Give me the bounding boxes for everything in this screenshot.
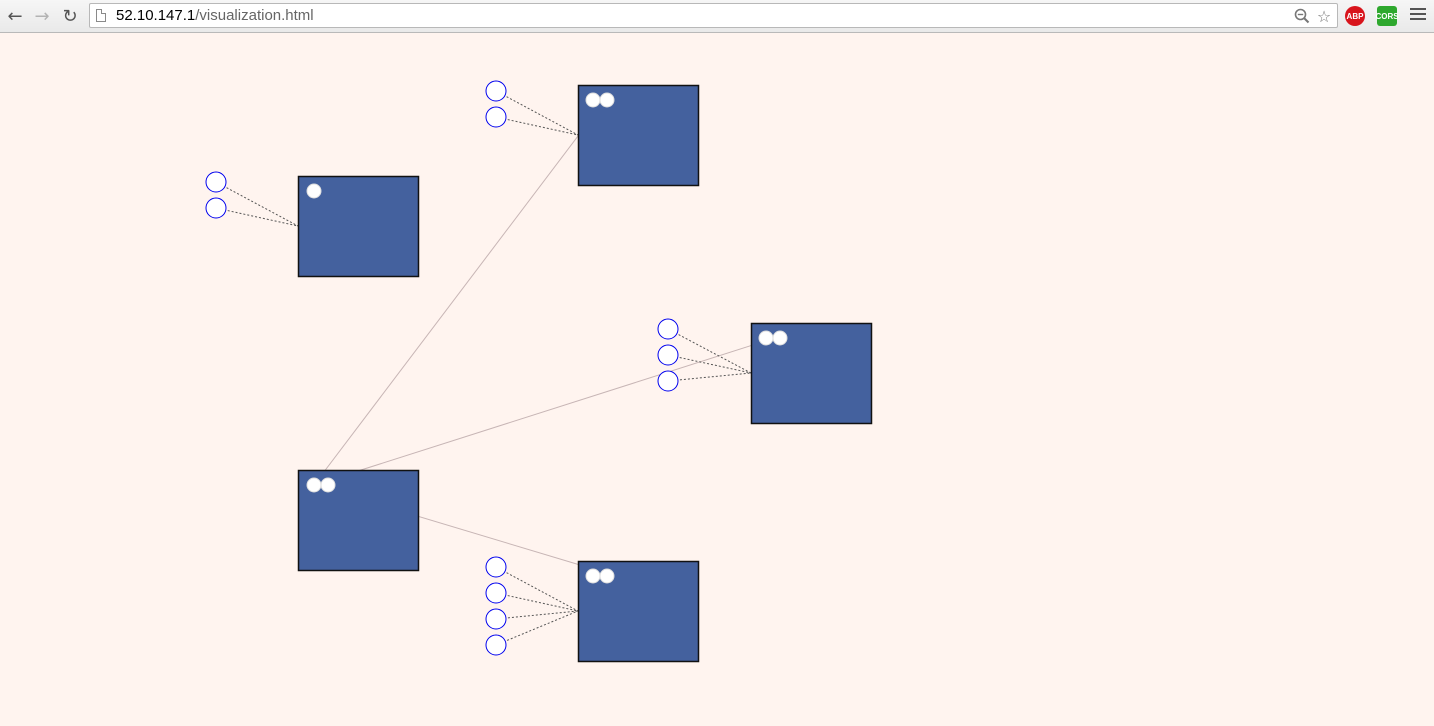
- node-port[interactable]: [485, 634, 507, 656]
- node-port[interactable]: [485, 582, 507, 604]
- reload-icon[interactable]: ↻: [62, 5, 78, 27]
- node-e[interactable]: [485, 556, 700, 663]
- url-host: 52.10.147.1: [116, 7, 196, 24]
- hamburger-menu-icon[interactable]: [1410, 8, 1426, 24]
- node-a[interactable]: [205, 171, 420, 278]
- port-link: [495, 592, 579, 612]
- cors-label: CORS: [1375, 11, 1399, 21]
- node-inner-dot: [306, 477, 322, 493]
- node-port[interactable]: [485, 80, 507, 102]
- node-port[interactable]: [657, 318, 679, 340]
- node-port[interactable]: [485, 556, 507, 578]
- link-node-d-node-c: [313, 336, 779, 486]
- url-path: /visualization.html: [195, 7, 314, 24]
- port-link: [495, 610, 579, 620]
- port-link: [495, 116, 579, 136]
- node-b[interactable]: [485, 80, 700, 187]
- page-viewport: [0, 33, 1434, 726]
- node-port[interactable]: [657, 370, 679, 392]
- port-link: [667, 328, 752, 374]
- address-bar[interactable]: 52.10.147.1/visualization.html ☆: [89, 3, 1338, 28]
- port-link: [215, 207, 299, 227]
- node-inner-dot: [758, 330, 774, 346]
- port-link: [667, 372, 752, 382]
- cors-icon[interactable]: CORS: [1375, 6, 1399, 26]
- graph-visualization: [205, 80, 873, 663]
- browser-toolbar: ← → ↻ 52.10.147.1/visualization.html ☆ A…: [0, 0, 1434, 33]
- node-inner-dot: [320, 477, 336, 493]
- star-icon[interactable]: ☆: [1316, 6, 1332, 26]
- node-port[interactable]: [205, 171, 227, 193]
- node-inner-dot: [599, 568, 615, 584]
- node-port[interactable]: [485, 608, 507, 630]
- node-port[interactable]: [485, 106, 507, 128]
- link-node-d-node-b: [313, 98, 607, 486]
- node-inner-dot: [306, 183, 322, 199]
- node-c[interactable]: [657, 318, 873, 425]
- port-link: [495, 90, 579, 136]
- page-icon: [96, 9, 106, 22]
- port-link: [215, 181, 299, 227]
- back-arrow-icon[interactable]: ←: [7, 5, 23, 27]
- node-port[interactable]: [205, 197, 227, 219]
- node-port[interactable]: [657, 344, 679, 366]
- node-inner-dot: [772, 330, 788, 346]
- abp-label: ABP: [1346, 11, 1364, 21]
- magnifier-icon[interactable]: [1292, 6, 1312, 26]
- port-link: [495, 566, 579, 612]
- forward-arrow-icon[interactable]: →: [34, 5, 50, 27]
- node-inner-dot: [585, 568, 601, 584]
- node-inner-dot: [599, 92, 615, 108]
- node-d[interactable]: [297, 469, 420, 572]
- port-link: [495, 610, 579, 646]
- adblock-plus-icon[interactable]: ABP: [1345, 6, 1365, 26]
- node-inner-dot: [585, 92, 601, 108]
- port-link: [667, 354, 752, 374]
- url-text[interactable]: 52.10.147.1/visualization.html: [116, 7, 314, 25]
